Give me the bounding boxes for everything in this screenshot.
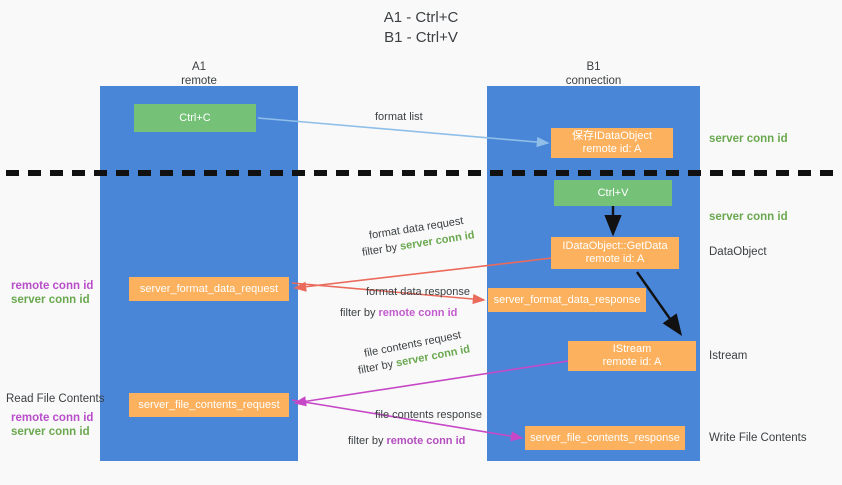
node-istream-line2: remote id: A: [602, 356, 662, 368]
lane-header-a1: A1 remote: [100, 60, 298, 88]
node-server-format-data-response[interactable]: server_format_data_response: [488, 288, 646, 312]
left-label-read-file-contents: Read File Contents: [6, 393, 105, 405]
node-server-file-contents-response-label: server_file_contents_response: [530, 431, 680, 444]
lane-header-b1-name: B1: [586, 61, 601, 73]
node-save-idataobject-line2: remote id: A: [582, 143, 642, 155]
filter-key-4: remote conn id: [386, 435, 466, 447]
filter-lead-4: filter by: [348, 435, 387, 447]
node-server-format-data-response-label: server_format_data_response: [493, 293, 641, 306]
left-label-remote-conn-id-2: remote conn id: [11, 412, 94, 424]
lane-header-b1-sub: connection: [565, 75, 622, 87]
node-server-file-contents-request-label: server_file_contents_request: [138, 398, 280, 411]
right-label-istream: Istream: [709, 350, 748, 362]
node-ctrl-c-line1: Ctrl+C: [179, 111, 211, 124]
arrow-label-file-contents-response-filter: filter by remote conn id: [348, 434, 465, 448]
node-save-idataobject[interactable]: 保存IDataObject remote id: A: [551, 128, 673, 158]
lane-header-b1: B1 connection: [487, 60, 700, 88]
node-ctrl-v[interactable]: Ctrl+V: [554, 180, 672, 206]
node-server-format-data-request-label: server_format_data_request: [139, 282, 279, 295]
arrow-label-file-contents-response: file contents response: [375, 409, 483, 421]
node-server-format-data-request[interactable]: server_format_data_request: [129, 277, 289, 301]
node-idataobject-getdata-line2: remote id: A: [585, 253, 645, 265]
node-ctrl-v-line1: Ctrl+V: [597, 186, 629, 199]
title-line-2: B1 - Ctrl+V: [384, 29, 458, 46]
lane-header-a1-name: A1: [191, 61, 207, 73]
right-label-server-conn-id-mid: server conn id: [709, 211, 788, 223]
arrow-label-format-data-response: format data response: [366, 286, 470, 298]
arrow-label-format-data-response-filter: filter by remote conn id: [340, 306, 457, 320]
node-server-file-contents-request[interactable]: server_file_contents_request: [129, 393, 289, 417]
left-label-server-conn-id-2: server conn id: [11, 426, 90, 438]
node-server-file-contents-response[interactable]: server_file_contents_response: [525, 426, 685, 450]
node-idataobject-getdata[interactable]: IDataObject::GetData remote id: A: [551, 237, 679, 269]
right-label-server-conn-id-top: server conn id: [709, 133, 788, 145]
filter-key-2: remote conn id: [378, 307, 458, 319]
title-line-1: A1 - Ctrl+C: [383, 9, 459, 26]
filter-lead-2: filter by: [340, 307, 379, 319]
node-istream[interactable]: IStream remote id: A: [568, 341, 696, 371]
node-ctrl-c[interactable]: Ctrl+C: [134, 104, 256, 132]
filter-lead-3: filter by: [357, 357, 398, 377]
left-label-server-conn-id-1: server conn id: [11, 294, 90, 306]
filter-lead-1: filter by: [361, 240, 402, 259]
node-idataobject-getdata-line1: IDataObject::GetData: [562, 240, 668, 252]
right-label-write-file-contents: Write File Contents: [709, 432, 807, 444]
left-label-remote-conn-id-1: remote conn id: [11, 280, 94, 292]
right-label-data-object: DataObject: [709, 246, 767, 258]
lane-header-a1-sub: remote: [181, 75, 217, 87]
node-istream-line1: IStream: [612, 343, 652, 355]
diagram-title: A1 - Ctrl+C B1 - Ctrl+V: [0, 8, 842, 48]
arrow-label-format-list: format list: [375, 111, 423, 123]
node-save-idataobject-line1: 保存IDataObject: [571, 130, 653, 142]
